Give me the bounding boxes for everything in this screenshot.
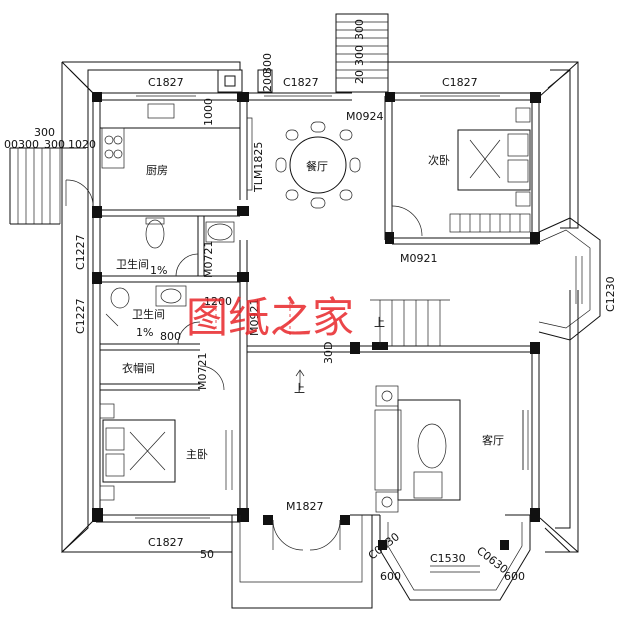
window-label-c1230: C1230: [604, 276, 617, 312]
watermark-text: 图纸之家: [186, 293, 354, 342]
dining-table: [275, 121, 361, 209]
dim-300-stair-b: 300: [353, 45, 366, 66]
dim-30d: 30D: [322, 342, 335, 364]
dim-1200: 1200: [204, 295, 232, 308]
stair-up-right: 上: [374, 316, 385, 329]
window-label-c1530: C1530: [430, 552, 466, 565]
door-label-m0921-center: M0921: [248, 299, 261, 337]
window-label-c1827-top-left: C1827: [148, 76, 184, 89]
window-label-c1827-bottom: C1827: [148, 536, 184, 549]
door-label-m0921-bedroom2: M0921: [400, 252, 438, 265]
living-furniture: [374, 385, 529, 513]
dim-300-stair-c: 300: [261, 53, 274, 74]
side-stairs-left: [9, 140, 94, 225]
entry-stairs-top: [335, 13, 389, 93]
window-label-c1227-upper: C1227: [74, 234, 87, 270]
door-label-tlm1825: TLM1825: [252, 142, 265, 193]
bay-window-right: [538, 217, 601, 341]
slope-lower: 1%: [136, 326, 153, 339]
bedroom2-bed: [391, 107, 531, 237]
watermark-guides: [215, 296, 291, 336]
window-label-c1227-lower: C1227: [74, 298, 87, 334]
window-label-c1827-top-right: C1827: [442, 76, 478, 89]
stair-up-left: 上: [294, 382, 305, 395]
dim-00: 00: [4, 138, 18, 151]
interior-stair: [295, 299, 450, 390]
dim-800: 800: [160, 330, 181, 343]
flue: [217, 69, 273, 93]
room-dining: 餐厅: [306, 159, 328, 173]
room-bath-lower: 卫生间: [132, 307, 165, 321]
dim-200-1: 200: [261, 71, 274, 92]
interior-walls: [100, 96, 538, 515]
room-living: 客厅: [482, 433, 504, 447]
room-master-bedroom: 主卧: [186, 448, 208, 461]
door-label-m1827: M1827: [286, 500, 324, 513]
door-label-m0721-upper: M0721: [202, 241, 215, 279]
bay-window-bottom: [379, 515, 531, 601]
dim-300-left-b: 300: [44, 138, 65, 151]
room-labels: 厨房 餐厅 次卧 卫生间 卫生间 衣帽间 主卧 客厅: [116, 153, 504, 461]
bathroom-upper-fixtures: [145, 217, 235, 277]
slope-upper: 1%: [150, 264, 167, 277]
front-entry: [231, 515, 373, 609]
kitchen-counter: [99, 99, 253, 191]
dim-20: 20: [353, 70, 366, 84]
dim-300-left-a: 300: [18, 138, 39, 151]
bathroom-lower-fixtures: [105, 285, 201, 345]
master-bed: [99, 365, 233, 501]
dim-600-left: 600: [380, 570, 401, 583]
dim-300-top: 300: [34, 126, 55, 139]
room-closet: 衣帽间: [122, 361, 155, 375]
window-label-c1827-top-mid: C1827: [283, 76, 319, 89]
room-kitchen: 厨房: [146, 164, 168, 177]
door-label-m0924: M0924: [346, 110, 384, 123]
roof-outline: [61, 61, 579, 554]
dim-600-right: 600: [504, 570, 525, 583]
room-bedroom2: 次卧: [428, 153, 450, 167]
door-label-m0721-lower: M0721: [196, 353, 209, 391]
dim-50: 50: [200, 548, 214, 561]
dim-1000: 1000: [202, 98, 215, 126]
room-bath-upper: 卫生间: [116, 257, 149, 271]
exterior-walls: [92, 92, 540, 523]
dim-300-stair-a: 300: [353, 19, 366, 40]
dim-1020: 1020: [68, 138, 96, 151]
window-label-c0630-left: C0630: [366, 530, 402, 562]
